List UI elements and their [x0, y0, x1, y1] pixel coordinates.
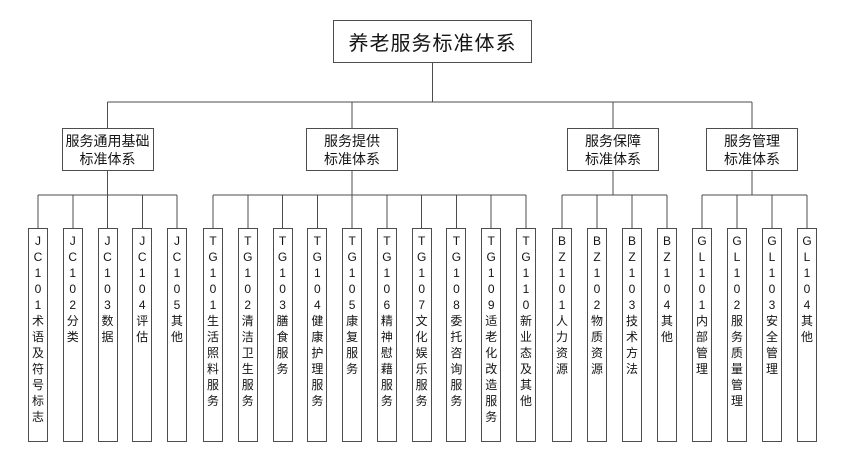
group-title-line: 服务通用基础 [65, 132, 150, 149]
group-title-line: 标准体系 [79, 150, 136, 167]
group-title-line: 服务提供 [324, 132, 380, 149]
group-node-tg: 服务提供标准体系 [306, 128, 398, 171]
group-title-line: 服务保障 [585, 132, 641, 149]
group-node-gl: 服务管理标准体系 [706, 128, 798, 171]
group-node-jc: 服务通用基础标准体系 [61, 128, 154, 171]
group-title-line: 标准体系 [324, 150, 380, 167]
root-node: 养老服务标准体系 [333, 20, 532, 63]
group-title-line: 标准体系 [724, 150, 780, 167]
group-title-line: 服务管理 [724, 132, 780, 149]
group-node-bz: 服务保障标准体系 [567, 128, 659, 171]
group-title-line: 标准体系 [585, 150, 641, 167]
